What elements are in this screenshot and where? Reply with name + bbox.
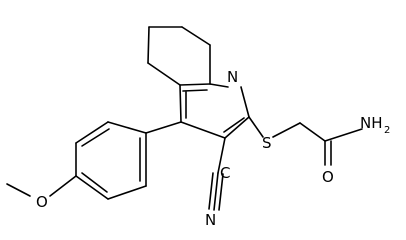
nitrile-nitrogen-label: N (205, 211, 216, 229)
structure-drawing: N S NH 2 O O C N (6, 26, 390, 229)
amide-nh-label: NH (360, 114, 383, 132)
sulfur-label: S (262, 134, 272, 152)
cyclohexane-ring (147, 26, 211, 86)
ring-nitrogen-label: N (227, 68, 238, 86)
nitrile-carbon-label: C (220, 164, 230, 182)
nitrile-group (208, 137, 226, 211)
methoxy-group (6, 175, 77, 197)
thioacetamide-chain (248, 116, 363, 166)
amide-oxygen-label: O (322, 168, 334, 186)
methoxy-oxygen-label: O (36, 193, 48, 211)
molecule-diagram: N S NH 2 O O C N (6, 26, 390, 229)
methoxyphenyl-ring (75, 121, 182, 200)
pyridine-ring (179, 83, 250, 139)
amide-nh-subscript: 2 (384, 125, 390, 136)
